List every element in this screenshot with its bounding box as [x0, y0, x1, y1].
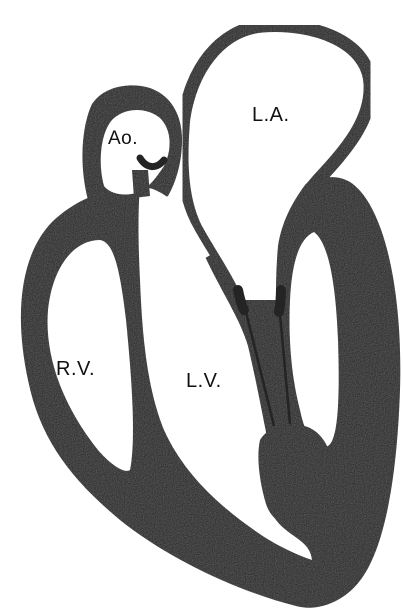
mitral-leaflet-posterior	[279, 290, 281, 312]
aortic-wall-stub	[132, 170, 150, 198]
label-left-atrium: L.A.	[252, 104, 290, 127]
label-left-ventricle: L.V.	[186, 370, 222, 393]
label-right-ventricle: R.V.	[56, 358, 95, 381]
label-aorta: Ao.	[108, 128, 138, 150]
mitral-leaflet-anterior	[238, 290, 244, 310]
